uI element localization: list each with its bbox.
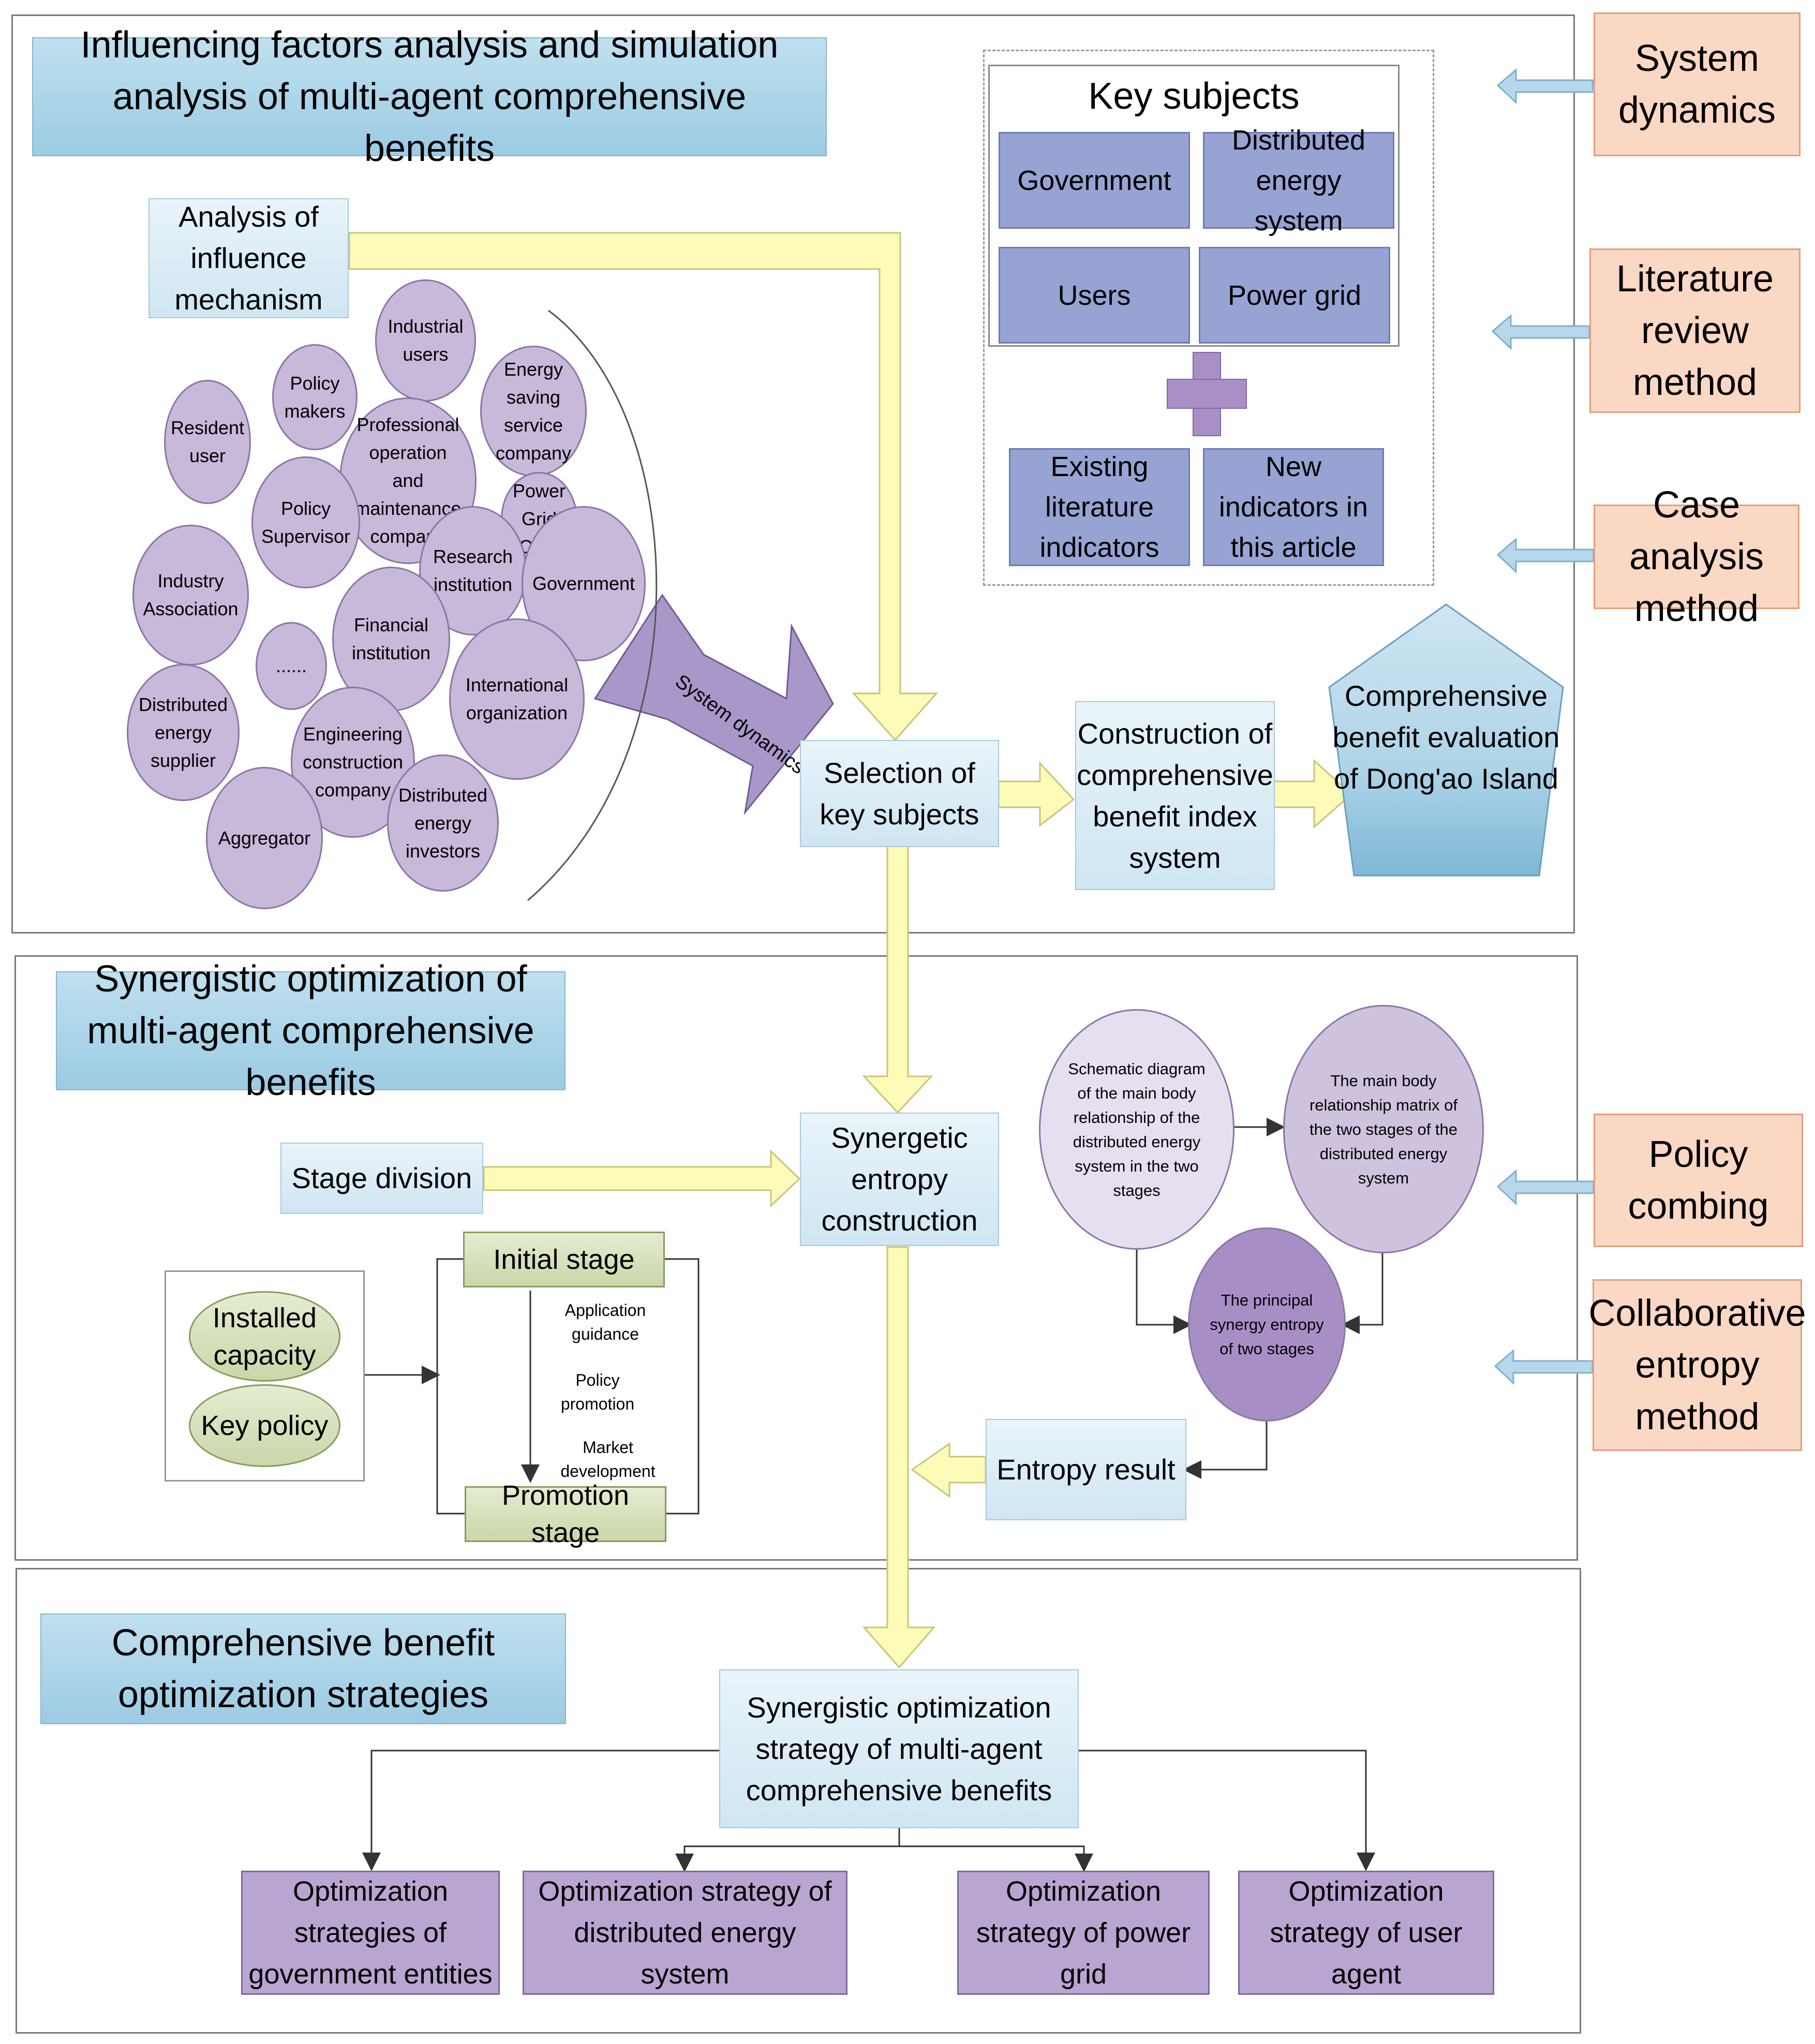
evaluation-pentagon (1328, 603, 1564, 877)
section2-title: Synergistic optimization of multi-agent … (56, 958, 566, 1103)
promotion-stage: Promotion stage (465, 1480, 666, 1548)
method-policy-combing: Policy combing (1594, 1114, 1803, 1247)
indicator-existing-literature: Existing literature indicators (1009, 448, 1190, 566)
indicator-new-this-article: New indicators in this article (1203, 448, 1384, 566)
key-subject-government: Government (999, 132, 1190, 229)
bubble-cluster-arc (527, 309, 658, 901)
strategy-government: Optimization strategies of government en… (241, 1871, 500, 1995)
arrow-selection-to-synergetic (862, 845, 933, 1114)
arrow-analysis-to-selection (348, 232, 939, 742)
bubble-financial-institution: Financial institution (332, 567, 450, 712)
method-system-dynamics: System dynamics (1594, 12, 1801, 156)
method-collaborative-entropy: Collaborative entropy method (1588, 1279, 1806, 1451)
method-literature-review: Literature review method (1589, 248, 1801, 413)
selection-of-key-subjects: Selection of key subjects (800, 740, 999, 847)
evaluation-text: Comprehensive benefit evaluation of Dong… (1332, 679, 1560, 795)
relationship-matrix-bubble: The main body relationship matrix of the… (1283, 1005, 1484, 1253)
bubble-industry-association: Industry Association (132, 525, 249, 665)
principal-synergy-entropy-bubble: The principal synergy entropy of two sta… (1188, 1227, 1346, 1421)
panel-optimization-strategies (16, 1568, 1581, 2034)
stage-division: Stage division (280, 1143, 483, 1214)
key-subject-distributed-energy: Distributed energy system (1203, 125, 1394, 236)
arrow-entropy-to-left (911, 1442, 987, 1498)
bubble-policy-makers: Policy makers (272, 344, 358, 450)
panel-influencing-factors (11, 14, 1575, 934)
arrow-stage-to-synergetic (483, 1149, 801, 1208)
key-subjects-frame (983, 50, 1434, 586)
step-policy-promotion: Policy promotion (560, 1371, 635, 1413)
bubble-resident-user: Resident user (164, 380, 251, 504)
strategy-user-agent: Optimization strategy of user agent (1238, 1871, 1494, 1995)
schematic-diagram-bubble: Schematic diagram of the main body relat… (1039, 1009, 1234, 1250)
key-subject-power-grid: Power grid (1199, 247, 1390, 344)
bubble-distributed-energy-investors: Distributed energy investors (387, 754, 499, 892)
section3-title: Comprehensive benefit optimization strat… (40, 1613, 566, 1724)
bubble-aggregator: Aggregator (206, 767, 323, 909)
section1-title: Influencing factors analysis and simulat… (32, 24, 827, 169)
synergetic-entropy-construction: Synergetic entropy construction (800, 1113, 999, 1246)
installed-capacity: Installed capacity (189, 1291, 340, 1382)
bubble-distributed-energy-supplier: Distributed energy supplier (127, 664, 240, 801)
entropy-result: Entropy result (986, 1419, 1186, 1520)
step-market-development: Market development (560, 1438, 656, 1480)
initial-stage: Initial stage (463, 1232, 665, 1287)
analysis-of-influence-mechanism: Analysis of influence mechanism (148, 198, 349, 318)
arrow-synergetic-to-strategy (862, 1246, 936, 1669)
key-policy: Key policy (189, 1384, 340, 1467)
bubble-policy-supervisor: Policy Supervisor (251, 456, 360, 588)
bubble-ellipsis: ...... (256, 622, 327, 710)
bubble-energy-saving-company: Energy saving service company (480, 346, 587, 477)
bubble-industrial-users: Industrial users (375, 279, 476, 402)
system-dynamics-arrow (593, 594, 834, 816)
key-subject-users: Users (999, 247, 1190, 344)
bubble-international-organization: International organization (449, 618, 585, 780)
construction-index-system: Construction of comprehensive benefit in… (1075, 701, 1275, 890)
step-application-guidance: Application guidance (564, 1301, 646, 1343)
method-case-analysis: Case analysis method (1594, 484, 1799, 629)
strategy-distributed-energy: Optimization strategy of distributed ene… (523, 1871, 847, 1995)
arrow-construction-to-evaluation (1273, 759, 1353, 829)
synergistic-optimization-strategy: Synergistic optimization strategy of mul… (719, 1669, 1079, 1828)
arrow-selection-to-construction (998, 761, 1075, 827)
plus-icon (1167, 352, 1247, 436)
key-subjects-title: Key subjects (1088, 76, 1300, 117)
strategy-power-grid: Optimization strategy of power grid (957, 1871, 1210, 1995)
panel-synergistic-optimization (14, 955, 1578, 1561)
